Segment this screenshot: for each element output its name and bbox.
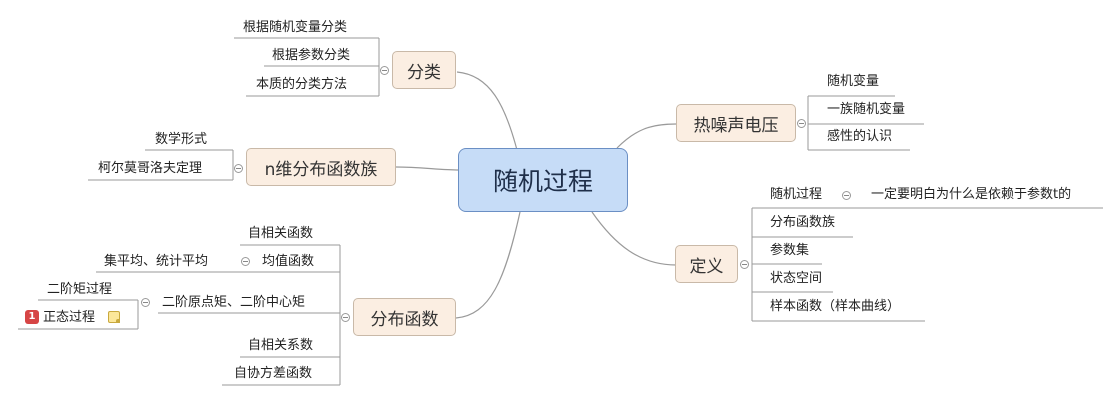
- connector-dingyi: [591, 211, 677, 266]
- subtopic-parameter-set[interactable]: 参数集: [770, 243, 810, 258]
- note-icon[interactable]: [108, 311, 120, 323]
- topic-distribution-label: 分布函数: [370, 309, 439, 330]
- topic-n-dim-label: n维分布函数族: [264, 159, 378, 180]
- connector-fenbu: [455, 211, 521, 319]
- connector-nwei: [395, 166, 460, 171]
- subtopic-parameter-dependence-note[interactable]: 一定要明白为什么是依赖于参数t的: [871, 187, 1072, 202]
- subtopic-by-parameter[interactable]: 根据参数分类: [272, 48, 351, 63]
- subtopic-sample-function[interactable]: 样本函数（样本曲线）: [770, 299, 901, 314]
- priority-1-icon: 1: [25, 310, 39, 324]
- subtopic-essential-method[interactable]: 本质的分类方法: [256, 77, 348, 92]
- subtopic-second-order-moments[interactable]: 二阶原点矩、二阶中心矩: [162, 295, 306, 310]
- subtopic-autocovariance-function[interactable]: 自协方差函数: [234, 366, 313, 381]
- subtopic-second-order-process[interactable]: 二阶矩过程: [47, 282, 113, 297]
- connector-rezao: [616, 123, 677, 149]
- collapse-icon[interactable]: [241, 257, 250, 266]
- connector-fenlei: [456, 71, 518, 151]
- topic-distribution-function[interactable]: 分布函数: [353, 298, 456, 336]
- topic-thermal-noise-voltage[interactable]: 热噪声电压: [676, 104, 796, 142]
- collapse-icon[interactable]: [141, 298, 150, 307]
- subtopic-math-form[interactable]: 数学形式: [155, 132, 208, 147]
- root-topic-label: 随机过程: [492, 167, 593, 196]
- topic-thermal-noise-label: 热噪声电压: [693, 115, 779, 136]
- subtopic-state-space[interactable]: 状态空间: [770, 271, 823, 286]
- subtopic-by-random-variable[interactable]: 根据随机变量分类: [243, 20, 348, 35]
- subtopic-kolmogorov-theorem[interactable]: 柯尔莫哥洛夫定理: [98, 161, 203, 176]
- collapse-icon[interactable]: [341, 313, 350, 322]
- topic-classification[interactable]: 分类: [392, 51, 456, 89]
- topic-definition[interactable]: 定义: [675, 245, 738, 283]
- topic-classification-label: 分类: [407, 62, 441, 83]
- subtopic-random-variable[interactable]: 随机变量: [827, 74, 880, 89]
- collapse-icon[interactable]: [797, 119, 806, 128]
- collapse-icon[interactable]: [740, 260, 749, 269]
- collapse-icon[interactable]: [380, 66, 389, 75]
- subtopic-family-of-random-variables[interactable]: 一族随机变量: [827, 102, 906, 117]
- subtopic-random-process[interactable]: 随机过程: [770, 187, 823, 202]
- subtopic-ensemble-average[interactable]: 集平均、统计平均: [104, 254, 209, 269]
- topic-n-dim-distribution-family[interactable]: n维分布函数族: [246, 148, 396, 186]
- topic-definition-label: 定义: [689, 256, 724, 277]
- subtopic-autocorrelation-function[interactable]: 自相关函数: [248, 226, 314, 241]
- collapse-icon[interactable]: [842, 191, 851, 200]
- subtopic-distribution-family[interactable]: 分布函数族: [770, 215, 836, 230]
- subtopic-intuitive-understanding[interactable]: 感性的认识: [827, 129, 893, 144]
- subtopic-mean-function[interactable]: 均值函数: [262, 254, 315, 269]
- subtopic-autocorrelation-coefficient[interactable]: 自相关系数: [248, 338, 314, 353]
- collapse-icon[interactable]: [234, 164, 243, 173]
- subtopic-gaussian-process[interactable]: 正态过程: [43, 310, 96, 325]
- root-topic[interactable]: 随机过程: [458, 148, 628, 212]
